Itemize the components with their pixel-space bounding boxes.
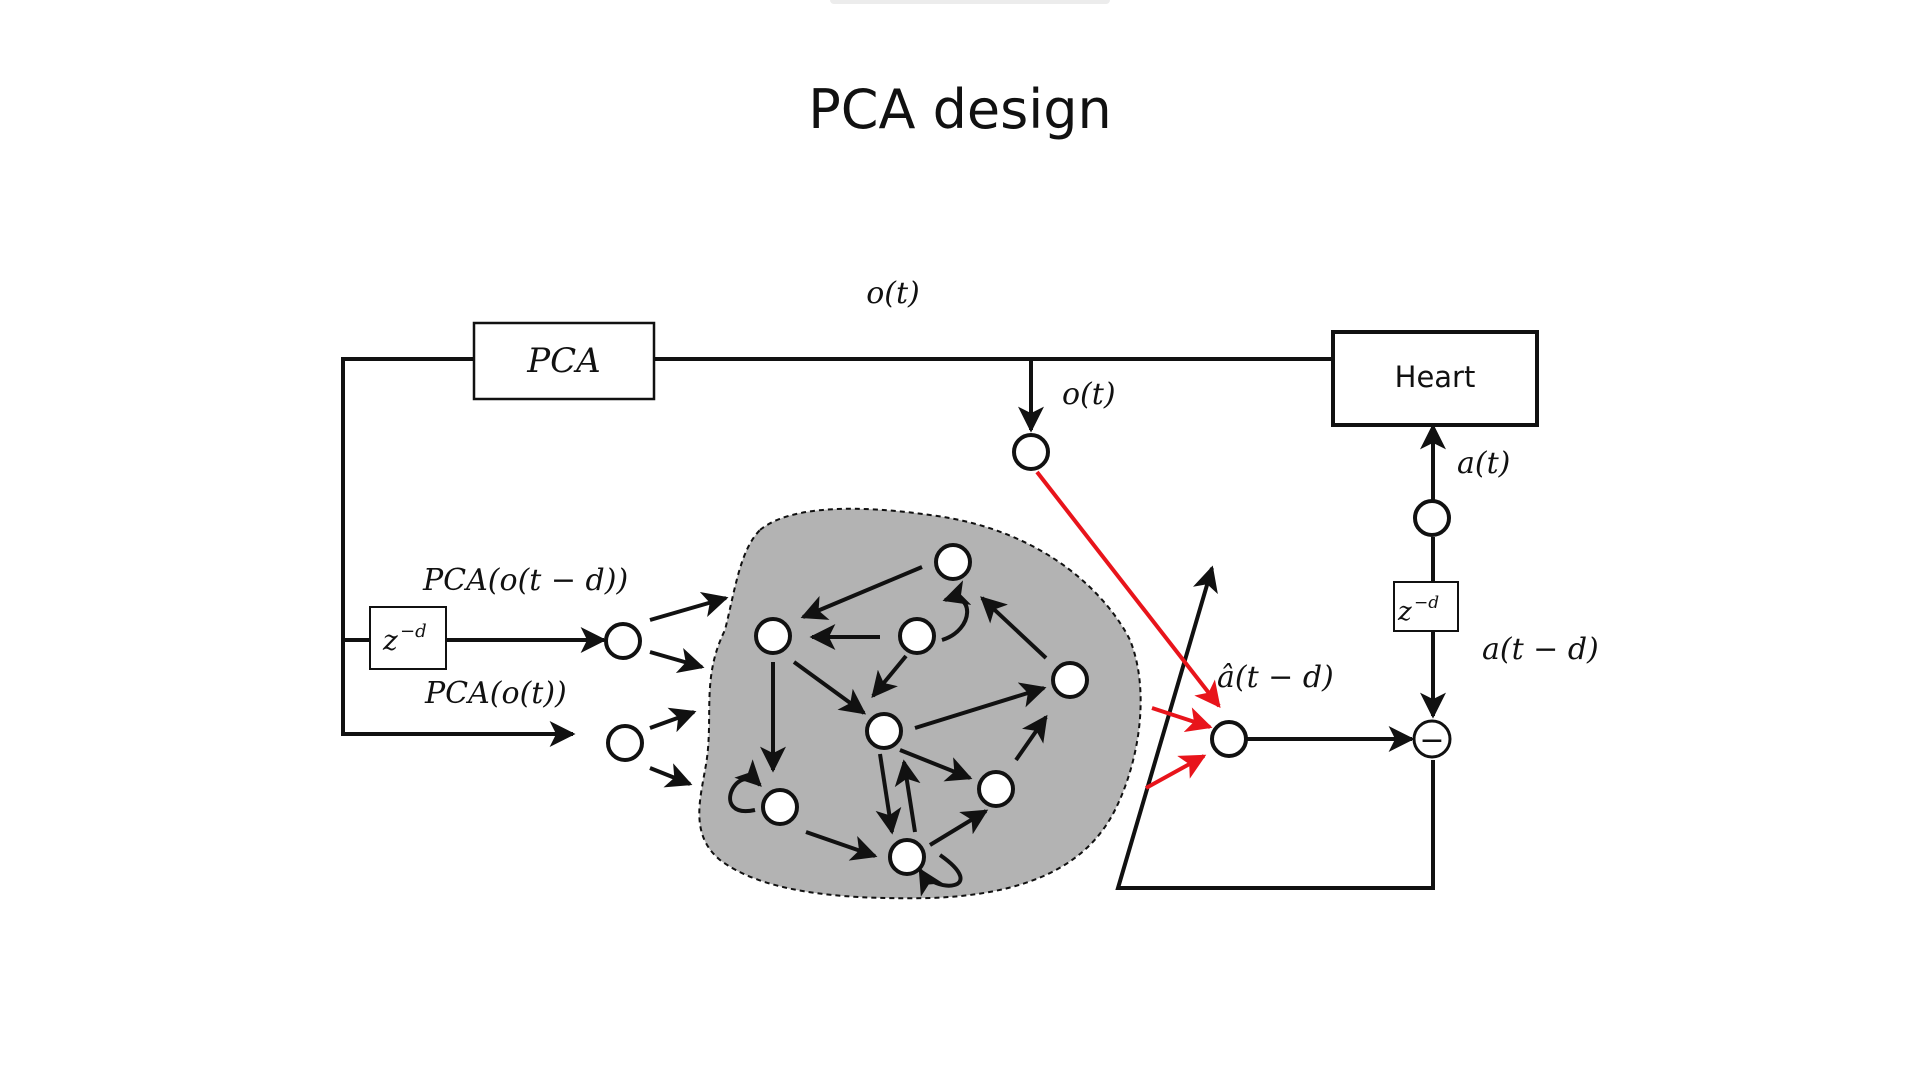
label-a-hat: â(t − d) [1217,660,1334,695]
input-node-current [606,724,644,762]
svg-text:z: z [382,624,398,657]
pca-block: PCA [472,321,656,401]
reservoir-node-8 [888,838,926,876]
bottom-return-line [1115,565,1435,890]
label-o-t-probe: o(t) [1062,377,1116,412]
signal-lines [341,357,1446,890]
reservoir-node-4 [1051,661,1089,699]
delay-exponent-left: −d [400,621,427,642]
readout-arrows [1035,470,1221,790]
reservoir-node-2 [754,617,792,655]
reservoir-node-1 [934,543,972,581]
heart-block: Heart [1331,330,1539,427]
input-arrows [649,592,729,788]
svg-text:z: z [1397,597,1412,627]
pca-block-label: PCA [526,341,600,381]
slide-top-handle [830,0,1110,4]
label-pca-current: PCA(o(t)) [424,676,567,711]
reservoir-node-6 [977,770,1015,808]
nodes [604,433,1451,876]
reservoir-node-3 [898,617,936,655]
reservoir-node-7 [761,788,799,826]
input-node-delayed [604,622,642,660]
reservoir-node-5 [865,712,903,750]
readout-node [1210,720,1248,758]
label-a-t: a(t) [1457,446,1510,481]
signal-labels: o(t) o(t) PCA(o(t − d)) PCA(o(t)) a(t) a… [422,276,1599,711]
heart-block-label: Heart [1395,360,1476,394]
delay-block-left: z −d [369,606,447,670]
left-feedback-line [341,357,576,747]
o-probe-node [1012,433,1050,471]
label-pca-delayed: PCA(o(t − d)) [422,563,628,598]
delay-block-right: z −d [1393,581,1459,632]
subtract-node: − [1412,719,1452,759]
reservoir-edges [728,565,1048,897]
a-node [1413,499,1451,537]
minus-sign: − [1419,723,1444,758]
slide-title: PCA design [808,78,1112,141]
delay-exponent-right: −d [1414,593,1439,613]
label-a-t-minus-d: a(t − d) [1482,632,1599,667]
label-o-t-top: o(t) [866,276,920,311]
